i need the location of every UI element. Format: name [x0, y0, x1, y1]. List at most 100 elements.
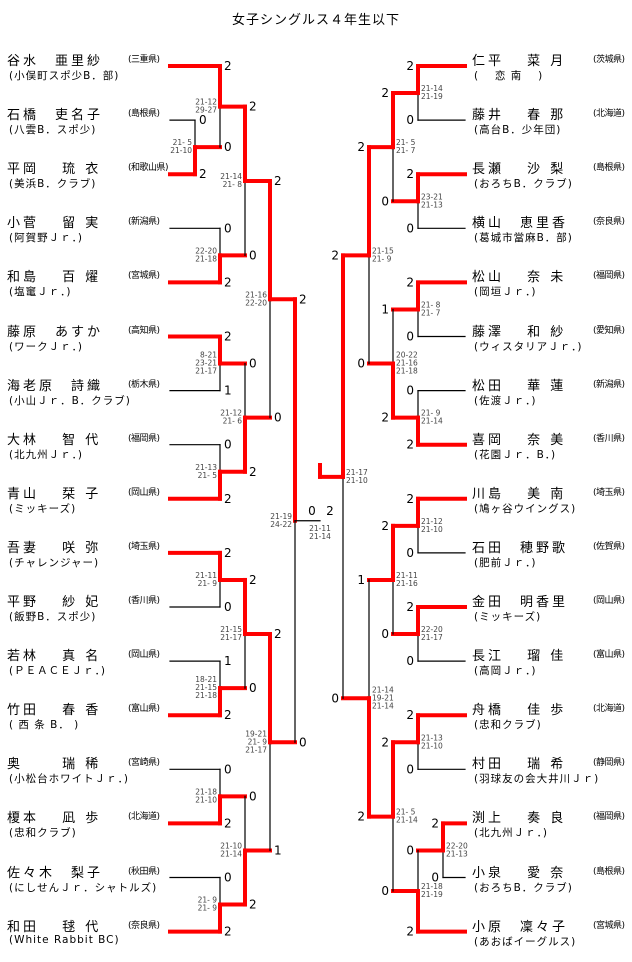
match-score: 2 [224, 925, 232, 939]
match-score: 0 [224, 438, 232, 452]
player-club: (にしせんＪｒ．シャトルズ) [9, 881, 158, 894]
player-prefecture: (宮城県) [593, 920, 625, 931]
match-score: 0 [224, 600, 232, 614]
game-score: 21-13 [446, 849, 468, 858]
game-score: 21-17 [220, 633, 242, 642]
player-prefecture: (茨城県) [593, 55, 625, 65]
game-score: 19-21 [372, 693, 394, 702]
player-club: (ウィスタリアＪｒ．) [474, 340, 583, 353]
match-score: 2 [249, 898, 257, 912]
player-name: 小原 凜々子 [472, 919, 569, 935]
player-name: 喜岡 奈 美 [472, 432, 567, 448]
game-score: 20-22 [396, 351, 418, 360]
game-score: 21-13 [195, 463, 217, 472]
match-score: 0 [299, 735, 307, 749]
match-score: 2 [406, 925, 414, 939]
player-name: 石橋 吏名子 [7, 108, 104, 124]
player-entry: 松田 華 蓮(新潟県)(佐渡Ｊｒ．) [472, 375, 632, 415]
player-name: 大林 智 代 [7, 432, 102, 448]
player-name: 石田 穂野歌 [472, 540, 569, 556]
player-prefecture: (島根県) [593, 866, 625, 877]
player-prefecture: (北海道) [593, 704, 625, 715]
match-score: 0 [224, 221, 232, 235]
match-score: 0 [406, 762, 414, 776]
game-score: 21-17 [195, 367, 217, 376]
player-club: (ミッキーズ) [474, 611, 542, 623]
player-club: (ワークＪｒ．) [9, 340, 83, 353]
game-score: 22-20 [421, 625, 443, 634]
match-score: 2 [224, 492, 232, 506]
game-score: 21- 9 [198, 896, 218, 905]
match-score: 0 [406, 384, 414, 398]
player-prefecture: (三重県) [128, 55, 160, 65]
player-prefecture: (静岡県) [593, 758, 625, 769]
game-score: 21-10 [346, 476, 368, 485]
game-score: 21-16 [245, 290, 267, 299]
player-club: (小山Ｊｒ．B．クラブ) [9, 394, 131, 407]
match-score: 0 [249, 789, 257, 803]
match-score: 2 [299, 292, 307, 306]
game-score: 22-20 [245, 298, 267, 307]
player-club: (阿賀野Ｊｒ．) [9, 232, 83, 245]
game-score: 21-16 [396, 359, 418, 368]
player-name: 奥 瑞 稀 [7, 757, 102, 773]
player-prefecture: (福岡県) [128, 433, 160, 444]
game-score: 21-10 [170, 146, 192, 155]
player-prefecture: (高知県) [128, 325, 160, 336]
match-score: 0 [224, 762, 232, 776]
player-prefecture: (香川県) [593, 433, 625, 444]
player-entry: 若林 真 名(岡山県)(ＰＥＡＣＥＪｒ．) [7, 645, 172, 685]
player-club: (美浜B．クラブ) [9, 178, 97, 191]
game-score: 21-14 [220, 849, 242, 858]
game-score: 21-18 [195, 787, 217, 796]
player-entry: 小泉 愛 奈(島根県)(おろちB．クラブ) [472, 862, 632, 902]
player-entry: 平野 紗 妃(香川県)(飯野B．スポ少) [7, 591, 172, 631]
game-score: 21- 5 [396, 138, 416, 147]
match-score: 2 [381, 86, 389, 100]
player-club: (高岡Ｊｒ．) [474, 665, 537, 678]
match-score: 0 [406, 330, 414, 344]
match-score: 2 [331, 248, 339, 262]
game-score: 21-19 [421, 890, 443, 899]
player-name: 長瀬 沙 梨 [472, 162, 567, 178]
final-score-right: 2 [326, 504, 334, 518]
match-score: 2 [381, 519, 389, 533]
player-prefecture: (香川県) [128, 596, 160, 606]
game-score: 21- 7 [421, 308, 441, 317]
player-name: 青山 栞 子 [7, 486, 102, 502]
game-score: 21-14 [372, 685, 394, 694]
player-entry: 喜岡 奈 美(香川県)(花園Ｊｒ．B．) [472, 429, 632, 469]
player-entry: 竹田 春 香(富山県)( 西 条 B． ) [7, 699, 172, 739]
match-score: 1 [357, 573, 365, 587]
player-prefecture: (島根県) [593, 163, 625, 174]
player-entry: 和島 百 燿(宮城県)(塩竃Ｊｒ．) [7, 266, 172, 306]
player-name: 谷水 亜里紗 [7, 54, 104, 69]
page-title: 女子シングルス４年生以下 [231, 13, 400, 28]
match-score: 0 [406, 113, 414, 127]
player-prefecture: (富山県) [593, 650, 625, 661]
match-score: 0 [224, 871, 232, 885]
player-club: (高台B．少年団) [474, 124, 562, 137]
player-club: (北九州Ｊｒ．) [474, 827, 548, 840]
game-score: 21-19 [421, 92, 443, 101]
player-prefecture: (埼玉県) [593, 487, 625, 498]
game-score: 8-21 [200, 351, 217, 360]
match-score: 0 [249, 681, 257, 695]
player-prefecture: (宮崎県) [128, 758, 160, 769]
player-name: 竹田 春 香 [7, 703, 102, 719]
player-name: 吾妻 咲 弥 [7, 540, 102, 556]
player-prefecture: (岡山県) [593, 596, 625, 606]
player-entry: 海老原 詩織(栃木県)(小山Ｊｒ．B．クラブ) [7, 375, 172, 415]
match-score: 2 [249, 100, 257, 114]
game-score: 21-10 [195, 795, 217, 804]
player-name: 横山 恵里香 [472, 216, 569, 232]
game-score: 21-12 [195, 98, 217, 107]
player-club: (あおばイーグルス) [474, 935, 577, 948]
player-prefecture: (愛知県) [593, 325, 625, 336]
game-score: 21-18 [396, 367, 418, 376]
player-entry: 藤原 あすか(高知県)(ワークＪｒ．) [7, 321, 172, 361]
player-prefecture: (福岡県) [593, 812, 625, 823]
player-name: 若林 真 名 [7, 649, 102, 665]
match-score: 1 [224, 384, 232, 398]
game-score: 24-22 [270, 520, 292, 529]
